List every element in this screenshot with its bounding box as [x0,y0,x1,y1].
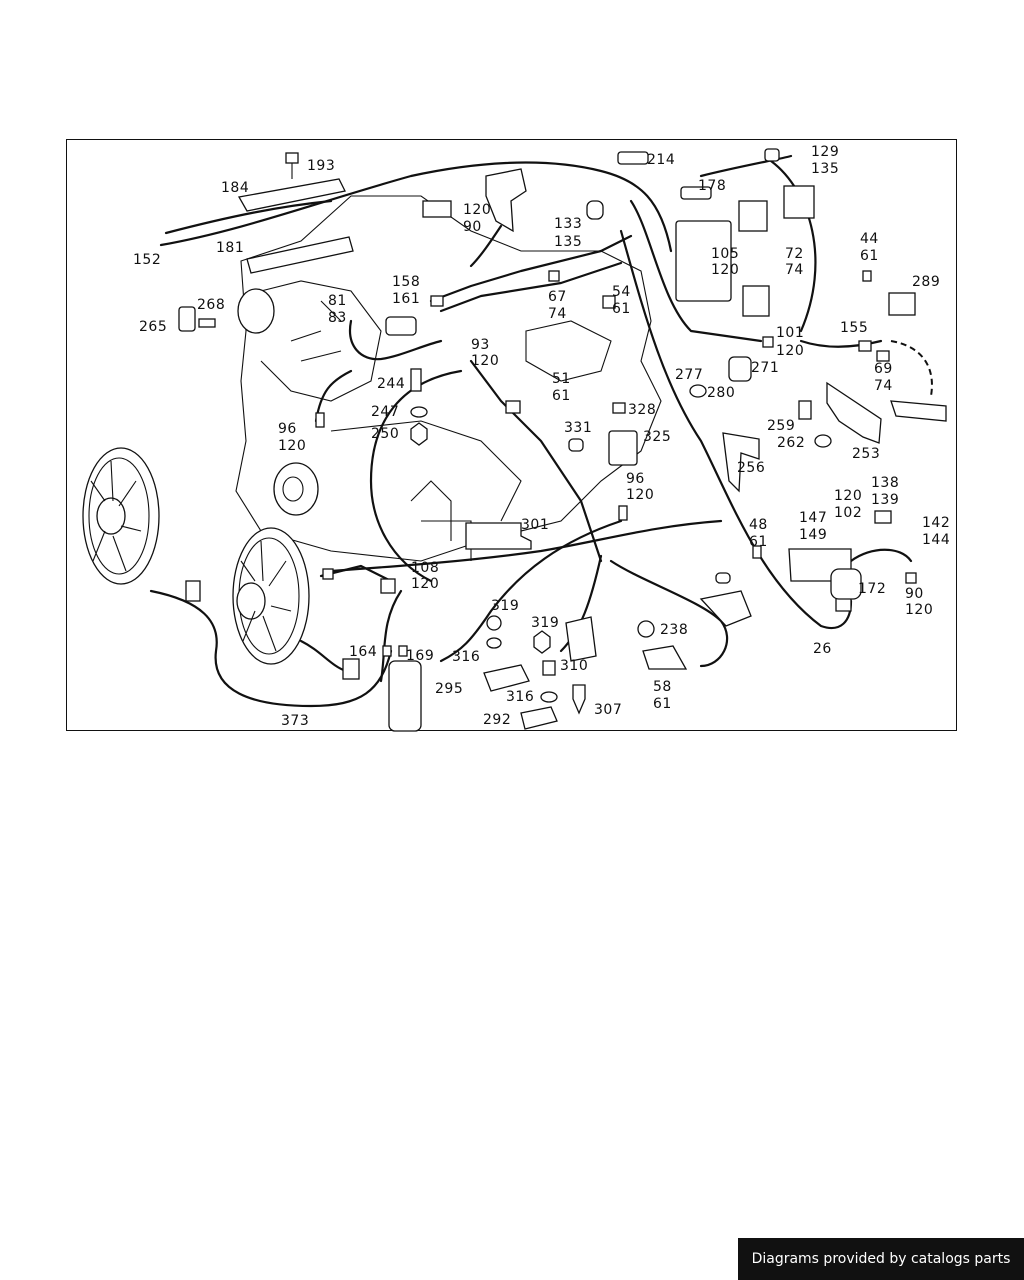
callout-373: 373 [281,713,309,729]
callout-120-d: 120 [471,353,499,369]
component-shapes [178,148,947,732]
callout-93: 93 [471,337,490,353]
callout-271: 271 [751,360,779,376]
callout-74-a: 74 [785,262,804,278]
callout-152: 152 [133,252,161,268]
callout-265: 265 [139,319,167,335]
callout-108: 108 [411,560,439,576]
callout-72: 72 [785,246,804,262]
callout-259: 259 [767,418,795,434]
callout-328: 328 [628,402,656,418]
callout-69: 69 [874,361,893,377]
callout-90-b: 90 [905,586,924,602]
callout-83: 83 [328,310,347,326]
callout-193: 193 [307,158,335,174]
callout-319-b: 319 [531,615,559,631]
callout-301: 301 [521,517,549,533]
callout-133: 133 [554,216,582,232]
callout-184: 184 [221,180,249,196]
callout-292: 292 [483,712,511,728]
callout-172: 172 [858,581,886,597]
callout-164: 164 [349,644,377,660]
callout-120-b: 120 [711,262,739,278]
callout-44: 44 [860,231,879,247]
callout-96-a: 96 [278,421,297,437]
callout-120-c: 120 [776,343,804,359]
callout-247: 247 [371,404,399,420]
callout-161: 161 [392,291,420,307]
callout-280: 280 [707,385,735,401]
wiring-harness-diagram: 193 184 152 181 265 268 81 83 158 161 12… [82,144,950,732]
engine-block-drawing [235,195,662,562]
callout-74-b: 74 [874,378,893,394]
callout-331: 331 [564,420,592,436]
callout-250: 250 [371,426,399,442]
callout-316-a: 316 [452,649,480,665]
callout-277: 277 [675,367,703,383]
callout-178: 178 [698,178,726,194]
callout-149: 149 [799,527,827,543]
callout-54: 54 [612,284,631,300]
callout-26: 26 [813,641,832,657]
callout-295: 295 [435,681,463,697]
callout-129: 129 [811,144,839,160]
callout-61-c: 61 [552,388,571,404]
callout-120-h: 120 [411,576,439,592]
callout-144: 144 [922,532,950,548]
part-callouts: 193 184 152 181 265 268 81 83 158 161 12… [133,144,950,729]
callout-238: 238 [660,622,688,638]
callout-120-e: 120 [278,438,306,454]
parts-diagram-frame: 193 184 152 181 265 268 81 83 158 161 12… [66,139,957,732]
callout-244: 244 [377,376,405,392]
callout-253: 253 [852,446,880,462]
callout-61-a: 61 [860,248,879,264]
callout-155: 155 [840,320,868,336]
callout-120-g: 120 [834,488,862,504]
callout-67: 67 [548,289,567,305]
callout-268: 268 [197,297,225,313]
callout-101: 101 [776,325,804,341]
callout-90-a: 90 [463,219,482,235]
callout-61-e: 61 [653,696,672,712]
callout-316-b: 316 [506,689,534,705]
callout-61-b: 61 [612,301,631,317]
callout-158: 158 [392,274,420,290]
callout-81: 81 [328,293,347,309]
callout-51: 51 [552,371,571,387]
callout-61-d: 61 [749,534,768,550]
callout-169: 169 [406,648,434,664]
callout-147: 147 [799,510,827,526]
callout-142: 142 [922,515,950,531]
callout-214: 214 [647,152,675,168]
callout-102: 102 [834,505,862,521]
credit-badge: Diagrams provided by catalogs parts [738,1238,1024,1280]
callout-120-i: 120 [905,602,933,618]
callout-138: 138 [871,475,899,491]
fuel-rail-parts [237,152,354,274]
callout-120-a: 120 [463,202,491,218]
callout-307: 307 [594,702,622,718]
callout-135-b: 135 [811,161,839,177]
callout-319-a: 319 [491,598,519,614]
callout-96-b: 96 [626,471,645,487]
callout-310: 310 [560,658,588,674]
radiator-fan-left-drawing [82,447,160,585]
callout-105: 105 [711,246,739,262]
callout-58: 58 [653,679,672,695]
radiator-fan-right-drawing [232,527,310,665]
callout-262: 262 [777,435,805,451]
callout-74-c: 74 [548,306,567,322]
callout-325: 325 [643,429,671,445]
callout-289: 289 [912,274,940,290]
callout-256: 256 [737,460,765,476]
callout-139: 139 [871,492,899,508]
callout-181: 181 [216,240,244,256]
wiring-harness [149,154,933,708]
callout-120-f: 120 [626,487,654,503]
credit-text: Diagrams provided by catalogs parts [751,1251,1011,1267]
callout-48: 48 [749,517,768,533]
callout-135-a: 135 [554,234,582,250]
